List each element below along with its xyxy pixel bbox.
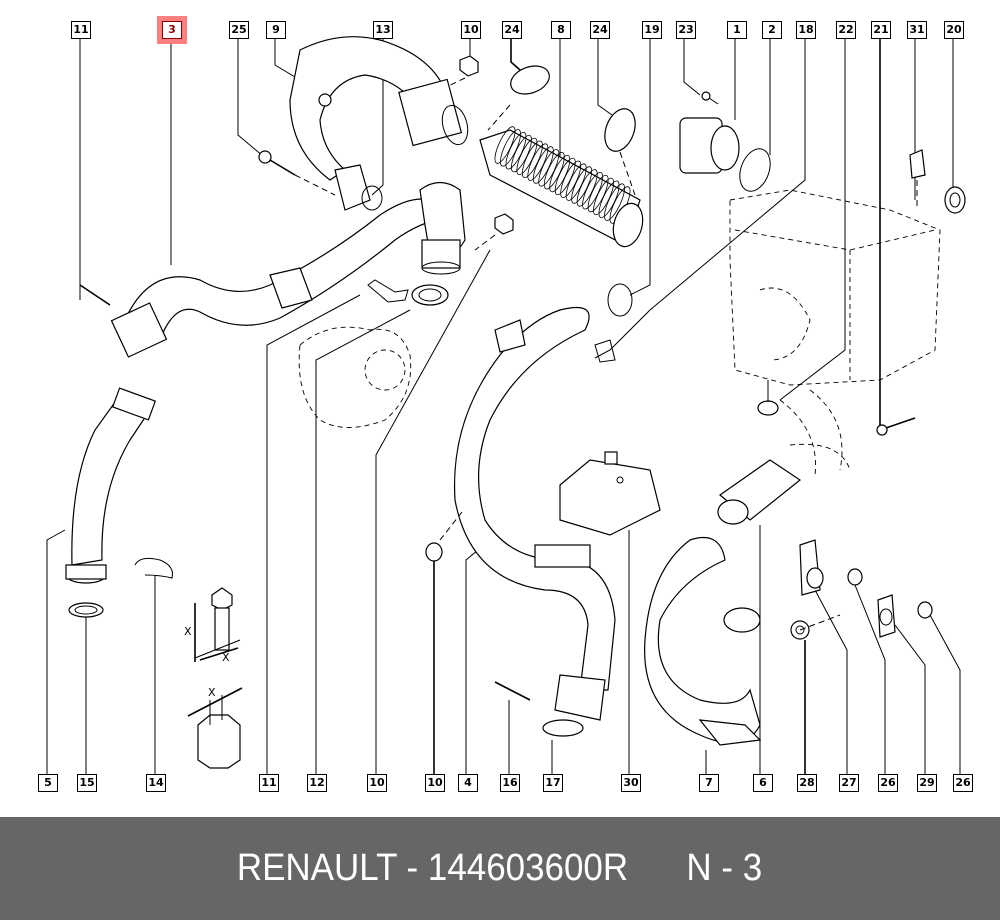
air-filter-housing [729, 189, 941, 476]
callout-3-highlighted[interactable]: 3 [162, 21, 182, 39]
callout-6[interactable]: 6 [753, 774, 773, 792]
part-30-actuator [559, 451, 661, 536]
callout-19[interactable]: 19 [642, 21, 662, 39]
part-9-pipe [289, 36, 446, 211]
part-8-corrugated-duct [398, 78, 644, 248]
callout-17[interactable]: 17 [543, 774, 563, 792]
turbocharger [298, 326, 412, 428]
duct-corrugation-ring [604, 183, 625, 221]
part-13-ring [411, 284, 449, 306]
part-20-grommet [944, 186, 966, 214]
banner-gap [629, 847, 687, 889]
banner-text: RENAULT - 144603600R N - 3 [237, 847, 762, 890]
diagram-drawing [46, 36, 966, 775]
position-prefix: N [686, 847, 713, 889]
callout-31[interactable]: 31 [907, 21, 927, 39]
callout-11[interactable]: 11 [71, 21, 91, 39]
callout-12[interactable]: 12 [307, 774, 327, 792]
callout-11[interactable]: 11 [259, 774, 279, 792]
position-value: 3 [743, 847, 763, 889]
part-26-nut-b [917, 601, 933, 619]
callout-10[interactable]: 10 [425, 774, 445, 792]
part-21-bolt [876, 417, 916, 436]
part-5-lower-hose [65, 387, 157, 618]
callout-30[interactable]: 30 [621, 774, 641, 792]
part-31-clip [909, 149, 926, 210]
callout-15[interactable]: 15 [77, 774, 97, 792]
callout-20[interactable]: 20 [944, 21, 964, 39]
callout-23[interactable]: 23 [676, 21, 696, 39]
part-number: 144603600R [428, 847, 629, 889]
part-4-hose [453, 306, 616, 737]
dimension-x-label: X [222, 651, 230, 664]
part-10-nut-3 [425, 511, 463, 562]
part-7-elbow [644, 536, 762, 746]
part-28-washer [790, 614, 841, 640]
part-3-intercooler-hose [110, 181, 466, 358]
callout-26[interactable]: 26 [878, 774, 898, 792]
part-26-nut-a [847, 568, 863, 586]
part-29-bracket [877, 594, 896, 638]
part-19-ring [607, 283, 633, 317]
part-2-seal [739, 148, 771, 192]
part-10-nut-2 [474, 213, 514, 251]
callout-24[interactable]: 24 [590, 21, 610, 39]
callout-2[interactable]: 2 [762, 21, 782, 39]
part-22-washer [757, 380, 779, 416]
callout-25[interactable]: 25 [229, 21, 249, 39]
callout-10[interactable]: 10 [367, 774, 387, 792]
dimension-x-label: X [184, 625, 192, 638]
callout-18[interactable]: 18 [796, 21, 816, 39]
part-14-spring-clip [134, 557, 173, 579]
part-11-clip [79, 279, 409, 306]
leader-lines [79, 37, 954, 425]
part-number-banner: RENAULT - 144603600R N - 3 [0, 817, 1000, 920]
callout-7[interactable]: 7 [699, 774, 719, 792]
bottom-leader-lines [46, 249, 961, 775]
part-16-pin [494, 681, 531, 701]
part-27-bracket [799, 539, 824, 596]
callout-9[interactable]: 9 [266, 21, 286, 39]
part-10-nut [439, 55, 479, 91]
callout-27[interactable]: 27 [839, 774, 859, 792]
callout-21[interactable]: 21 [871, 21, 891, 39]
callout-22[interactable]: 22 [836, 21, 856, 39]
callout-5[interactable]: 5 [38, 774, 58, 792]
part-1-airflow-sensor [679, 91, 740, 174]
callout-26[interactable]: 26 [953, 774, 973, 792]
part-25-bolt [258, 150, 336, 196]
callout-28[interactable]: 28 [797, 774, 817, 792]
callout-13[interactable]: 13 [373, 21, 393, 39]
parts-diagram: X X X 11 3 25 9 13 10 24 8 24 19 23 1 2 … [38, 21, 973, 792]
part-6-sleeve [717, 443, 851, 525]
callout-29[interactable]: 29 [917, 774, 937, 792]
part-18-clip [594, 339, 616, 363]
callout-4[interactable]: 4 [458, 774, 478, 792]
dimension-illustration [187, 587, 243, 769]
part-24-clamp [487, 65, 636, 196]
dimension-x-label: X [208, 686, 216, 699]
callout-24[interactable]: 24 [502, 21, 522, 39]
callout-1[interactable]: 1 [727, 21, 747, 39]
callout-16[interactable]: 16 [500, 774, 520, 792]
position-separator: - [712, 847, 744, 889]
brand-name: RENAULT [237, 847, 398, 889]
callout-8[interactable]: 8 [551, 21, 571, 39]
callout-14[interactable]: 14 [146, 774, 166, 792]
callout-10[interactable]: 10 [461, 21, 481, 39]
banner-separator: - [397, 847, 429, 889]
